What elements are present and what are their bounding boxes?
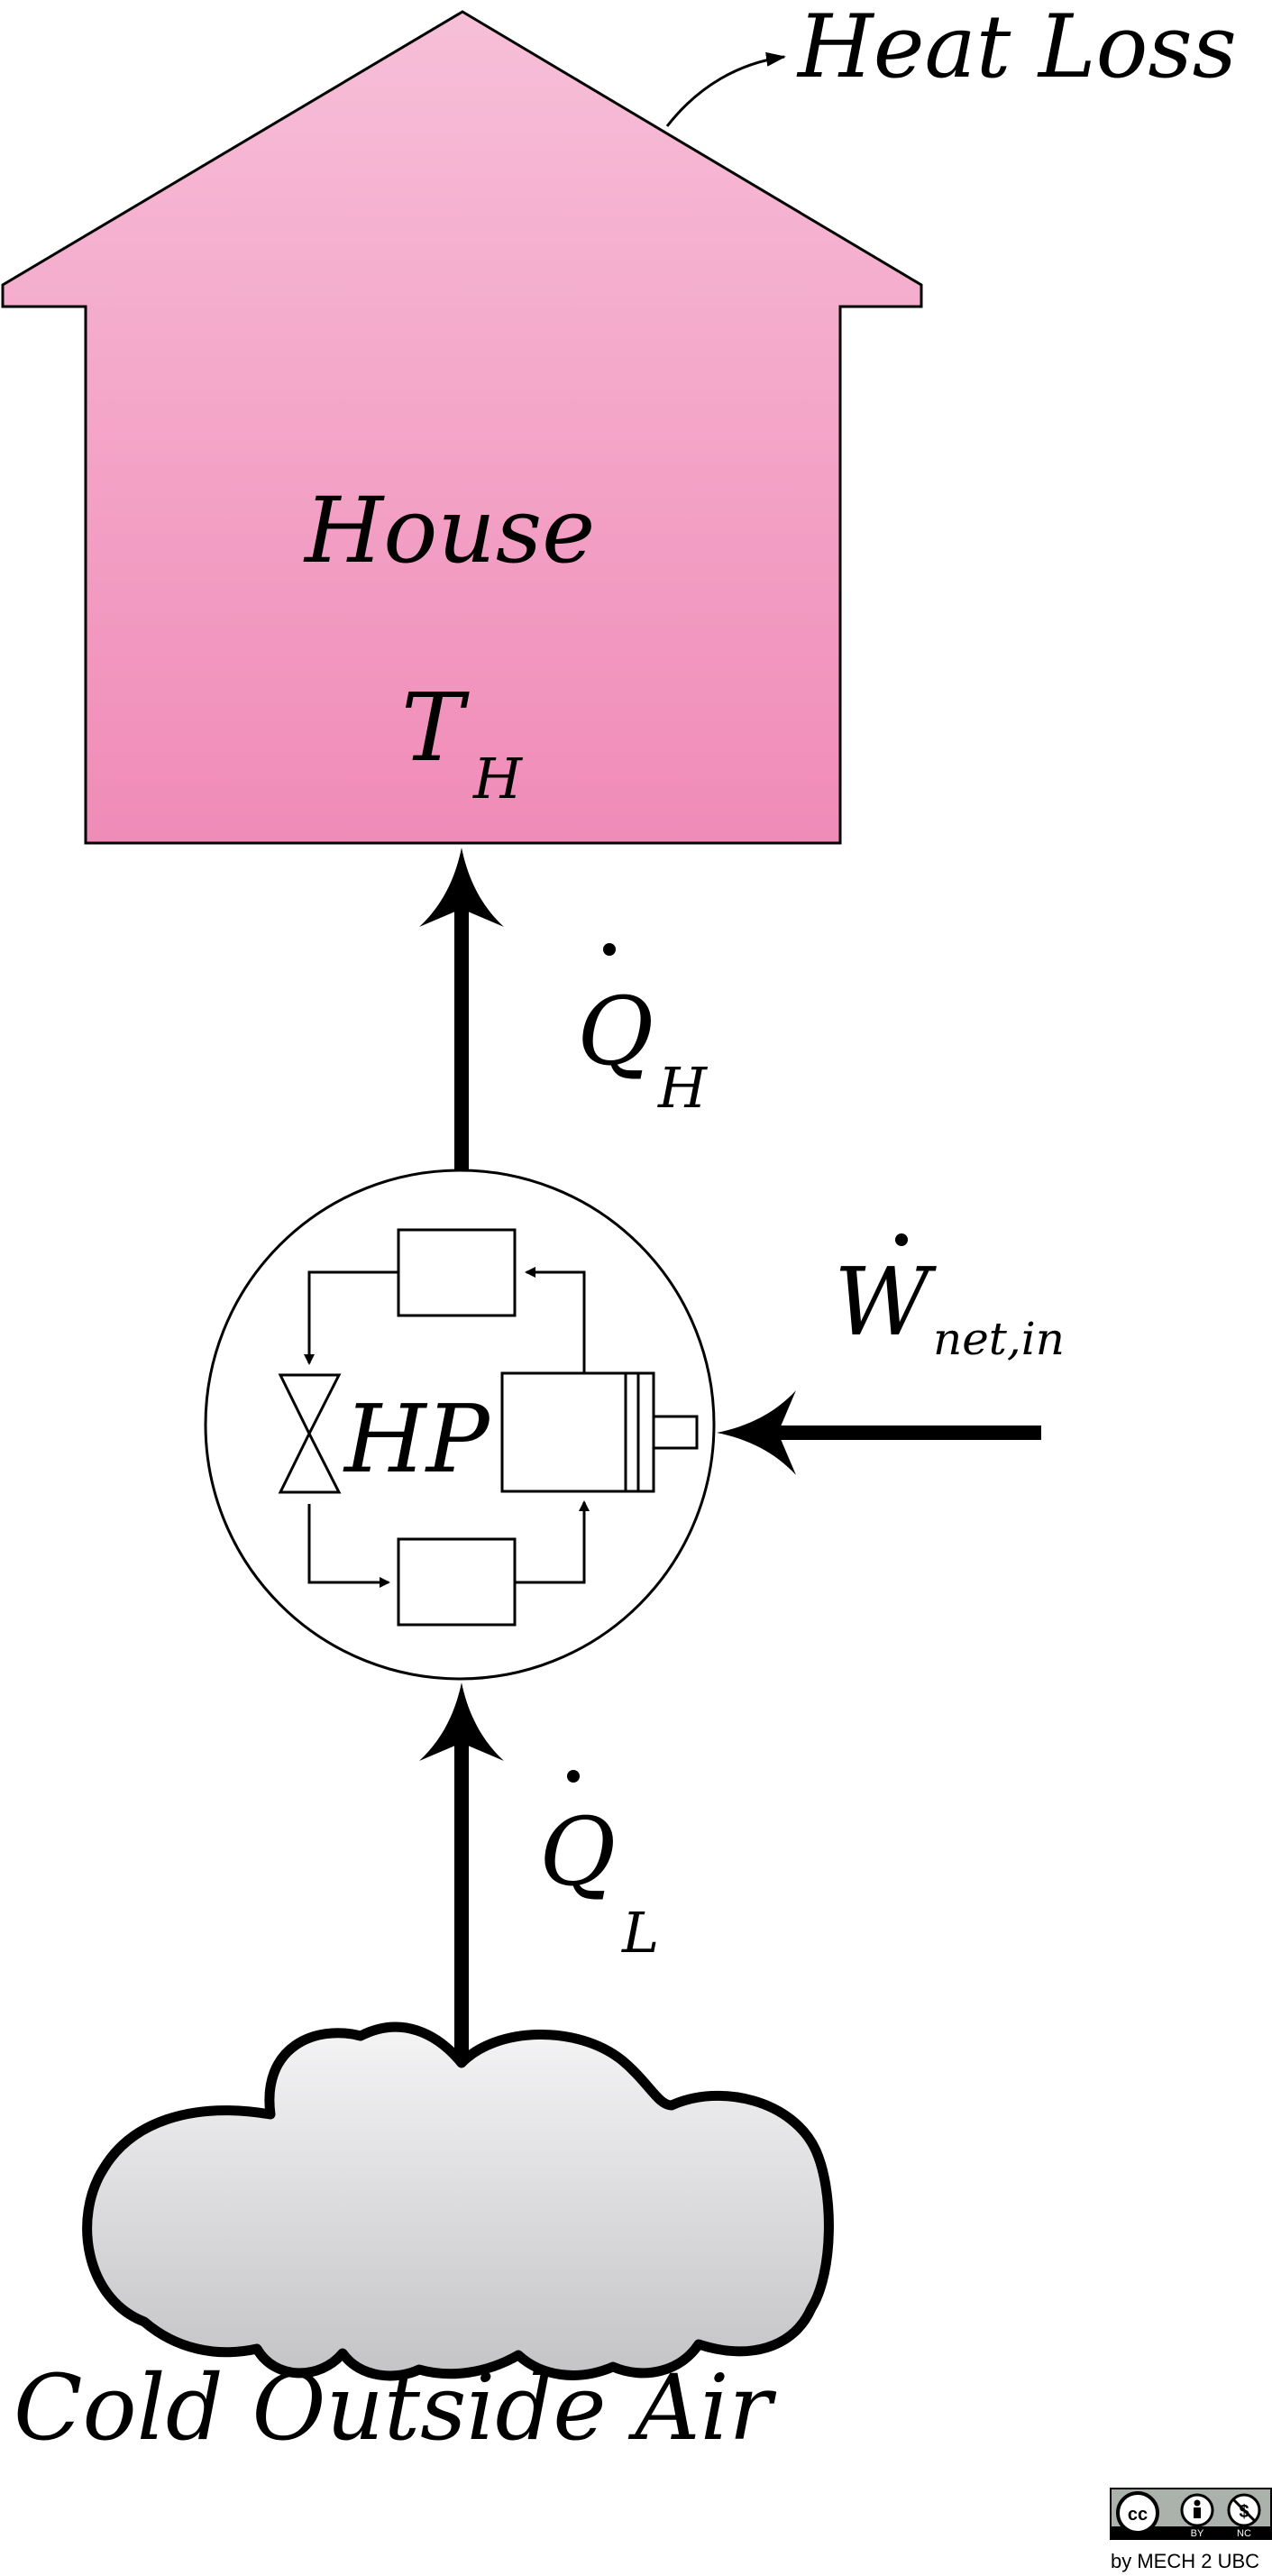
q-l-main: Q [539,1797,616,1907]
q-l-label: Q L [539,1770,659,1966]
q-h-main: Q [577,976,654,1086]
cc-text: cc [1128,2505,1148,2525]
q-h-dot [603,943,616,956]
w-net-in-label: W net,in [834,1233,1065,1365]
heat-pump-circle [204,1169,716,1681]
w-main: W [834,1247,937,1357]
heat-pump-schematic [278,1228,699,1627]
house-shape [1,10,923,845]
t-h-sub: H [472,746,524,811]
w-sub: net,in [933,1313,1065,1365]
heat-loss-arrow [665,51,786,127]
cc-license-badge: cc $ BY NC [1110,2488,1272,2540]
t-h-main: T [401,673,470,783]
svg-text:Q H: Q H [577,976,709,1121]
nc-text: NC [1237,2528,1251,2539]
q-h-arrow [419,848,504,1172]
house-label: House [303,478,595,583]
compressor-body [500,1371,627,1493]
evaporator-box [397,1537,517,1627]
svg-text:W net,in: W net,in [834,1247,1065,1365]
by-text: BY [1191,2528,1204,2539]
compressor-shaft [652,1415,699,1450]
q-l-arrow [419,1682,504,2074]
hp-label: HP [343,1384,491,1494]
heat-loss-label: Heat Loss [796,0,1237,97]
q-l-sub: L [621,1900,659,1966]
cc-icon [1116,2491,1159,2535]
q-h-sub: H [657,1055,709,1121]
credit-text: by MECH 2 UBC [1111,2550,1259,2572]
cold-outside-air-label: Cold Outside Air [14,2355,777,2461]
cold-air-cloud [82,2021,834,2381]
w-dot [895,1233,908,1246]
expansion-valve [278,1373,342,1494]
q-l-dot [567,1770,580,1783]
q-h-label: Q H [577,943,709,1121]
w-net-in-arrow [717,1390,1041,1475]
house-temperature-symbol: T H [401,673,524,811]
condenser-box [397,1228,517,1317]
svg-text:Q L: Q L [539,1797,659,1966]
